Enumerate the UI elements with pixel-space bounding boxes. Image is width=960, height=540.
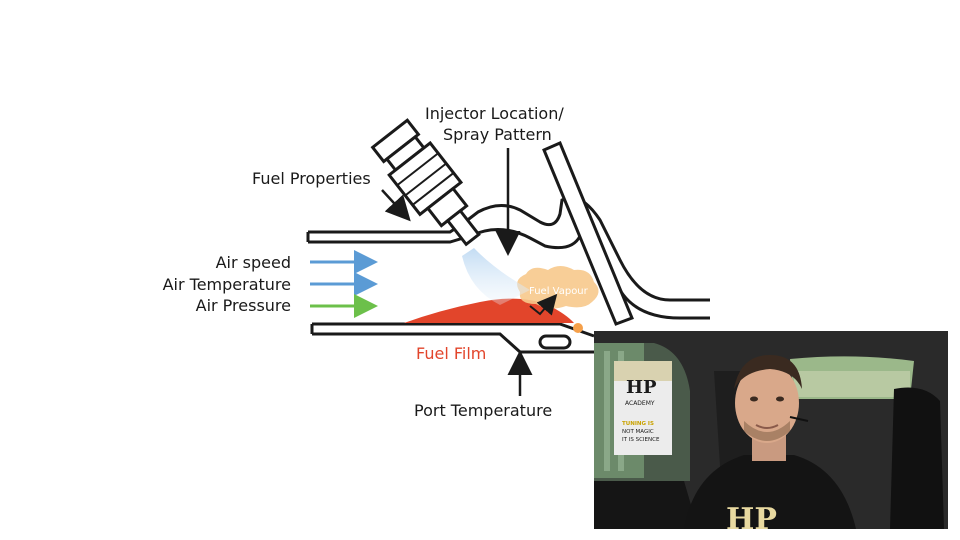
air-speed-label: Air speed: [216, 253, 291, 272]
svg-text:IT IS SCIENCE: IT IS SCIENCE: [622, 437, 660, 443]
fuel-film-label: Fuel Film: [416, 344, 486, 363]
svg-text:TUNING IS: TUNING IS: [622, 421, 654, 427]
svg-text:HP: HP: [626, 377, 657, 398]
air-temperature-label: Air Temperature: [163, 275, 291, 294]
fuel-vapour-label: Fuel Vapour: [529, 286, 589, 297]
svg-text:ACADEMY: ACADEMY: [625, 400, 655, 407]
vapour-arrow: [529, 293, 558, 316]
fuel-properties-label: Fuel Properties: [252, 169, 371, 188]
svg-text:HP: HP: [726, 502, 777, 529]
seat-headrest: [890, 387, 944, 529]
injector-label-line-1: Injector Location/: [425, 104, 564, 123]
fuel-film-droplet: [573, 323, 583, 333]
upper-runner-wall: [308, 196, 710, 302]
fuel-properties-arrow: [381, 189, 411, 222]
presenter-video-frame: HP ACADEMY TUNING IS NOT MAGIC IT IS SCI…: [594, 331, 948, 529]
valve-stem: [542, 141, 634, 326]
spray-cone: [462, 248, 530, 305]
lower-runner-wall: [312, 322, 595, 338]
port-temperature-label: Port Temperature: [414, 401, 552, 420]
injector-label-line-2: Spray Pattern: [443, 125, 552, 144]
presenter-video[interactable]: HP ACADEMY TUNING IS NOT MAGIC IT IS SCI…: [594, 331, 948, 529]
hp-academy-poster: HP ACADEMY TUNING IS NOT MAGIC IT IS SCI…: [614, 361, 672, 455]
lower-runner-wall-inner: [312, 332, 594, 354]
svg-text:NOT MAGIC: NOT MAGIC: [622, 429, 654, 435]
coolant-slot: [538, 334, 572, 350]
presenter: HP: [684, 355, 856, 529]
fuel-film: [404, 298, 574, 323]
air-pressure-label: Air Pressure: [196, 296, 291, 315]
